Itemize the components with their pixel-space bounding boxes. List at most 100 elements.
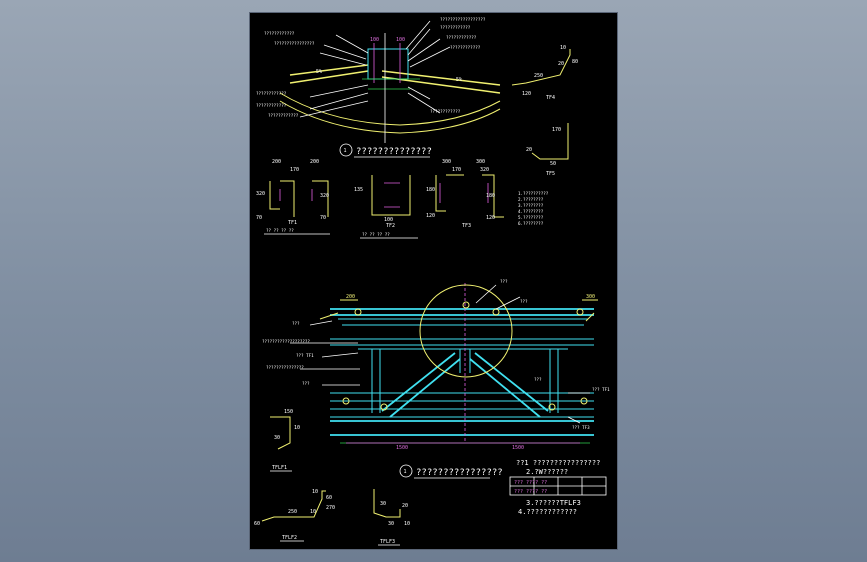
svg-text:???: ???: [292, 321, 300, 326]
svg-text:170: 170: [452, 167, 461, 173]
svg-text:3.????????: 3.????????: [518, 203, 544, 208]
svg-text:320: 320: [256, 191, 265, 197]
callout-4: ????????????: [450, 45, 481, 50]
svg-text:???????????????????: ???????????????????: [262, 339, 310, 344]
section1-notes: 1.?????????? 2.???????? 3.???????? 4.???…: [518, 191, 549, 226]
callout-9: ????????????: [268, 113, 299, 118]
section1-title-text: ??????????????: [356, 147, 432, 157]
profile-tf1: 200 170 200 320 320 70 70 TF1 ?? ?? ?? ?…: [256, 159, 330, 235]
svg-text:300: 300: [586, 294, 595, 300]
callout-5: ????????????: [264, 31, 295, 36]
svg-text:5.????????: 5.????????: [518, 215, 544, 220]
svg-text:320: 320: [480, 167, 489, 173]
profile-tf4: 10 80 20 250 120 TF4: [511, 45, 578, 101]
tf2-name: TF2: [386, 223, 395, 229]
svg-text:30: 30: [274, 435, 280, 441]
tflf2-name: TFLF2: [282, 535, 297, 541]
svg-text:100: 100: [384, 217, 393, 223]
svg-text:270: 270: [326, 505, 335, 511]
svg-text:20: 20: [402, 503, 408, 509]
section1-title: 1 ??????????????: [339, 143, 432, 158]
profile-tflf3: 30 20 30 10 TFLF3: [373, 489, 410, 546]
svg-text:2.?W??????: 2.?W??????: [526, 468, 568, 476]
svg-text:??? ???? ??: ??? ???? ??: [514, 480, 547, 486]
profile-tflf2: 10 60 270 250 60 10 TFLF2: [254, 489, 335, 542]
svg-text:180: 180: [486, 193, 495, 199]
svg-text:4.????????????: 4.????????????: [518, 508, 577, 516]
ridge-marker: [373, 43, 401, 83]
svg-text:200: 200: [346, 294, 355, 300]
callout-8: ????????????: [256, 103, 287, 108]
section2-notes: ??1 ???????????????? 2.?W?????? ??? ????…: [509, 459, 607, 516]
tf4-name: TF4: [546, 95, 555, 101]
svg-text:???: ???: [302, 381, 310, 386]
ridge-detail: ?????????????????? ???????????? ????????…: [256, 17, 501, 143]
tf1-name: TF1: [288, 220, 297, 226]
roof-panel-lines: [289, 64, 501, 94]
svg-text:??? TF1: ??? TF1: [592, 387, 610, 392]
tflf3-name: TFLF3: [380, 539, 395, 545]
svg-text:20: 20: [526, 147, 532, 153]
svg-text:120: 120: [522, 91, 531, 97]
section2-title: 1 ????????????????: [399, 464, 503, 479]
svg-text:10: 10: [310, 509, 316, 515]
profile-tflf1: 150 10 30 TFLF1: [270, 409, 300, 472]
cad-drawing: ?????????????????? ???????????? ????????…: [254, 17, 610, 546]
svg-text:1500: 1500: [512, 445, 524, 451]
profile-tf2: 135 100 TF2 ?? ?? ?? ??: [354, 175, 418, 239]
svg-text:170: 170: [290, 167, 299, 173]
dim-top-left: 100: [370, 37, 379, 43]
detail-circle: [419, 284, 513, 378]
section1-title-num: 1: [344, 148, 347, 154]
svg-text:1.??????????: 1.??????????: [518, 191, 549, 196]
svg-text:180: 180: [426, 187, 435, 193]
svg-text:250: 250: [534, 73, 543, 79]
roof-curve: [279, 92, 501, 126]
svg-text:???: ???: [520, 299, 528, 304]
svg-text:1: 1: [404, 469, 407, 475]
ridge-plate: [362, 78, 420, 90]
svg-text:30: 30: [380, 501, 386, 507]
svg-text:70: 70: [256, 215, 262, 221]
svg-text:??? TF1: ??? TF1: [296, 353, 314, 358]
section1-title-circle: [339, 143, 353, 157]
tf1-note: ?? ?? ?? ??: [266, 228, 294, 233]
svg-text:135: 135: [354, 187, 363, 193]
svg-text:1500: 1500: [396, 445, 408, 451]
roof-curve-inner: [279, 100, 501, 134]
svg-text:120: 120: [426, 213, 435, 219]
tf5-name: TF5: [546, 171, 555, 177]
svg-text:150: 150: [284, 409, 293, 415]
svg-text:10: 10: [312, 489, 318, 495]
svg-text:60: 60: [326, 495, 332, 501]
svg-text:3.??????TFLF3: 3.??????TFLF3: [526, 499, 581, 507]
svg-text:200: 200: [310, 159, 319, 165]
svg-text:50: 50: [550, 161, 556, 167]
svg-text:??1 ????????????????: ??1 ????????????????: [516, 459, 600, 467]
svg-text:120: 120: [486, 215, 495, 221]
callout-10: ????????????: [430, 109, 461, 114]
svg-text:??? TF3: ??? TF3: [572, 425, 590, 430]
callout-1: ??????????????????: [440, 17, 486, 22]
svg-text:10: 10: [294, 425, 300, 431]
svg-text:80: 80: [572, 59, 578, 65]
profile-tf3: 300 300 170 320 180 180 120 120 TF3: [426, 159, 504, 229]
frame-detail: 200 300 1500 1500 ??? ??????????????????…: [262, 279, 610, 451]
profile-tf5: 170 20 50 TF5: [526, 123, 569, 177]
svg-text:4.????????: 4.????????: [518, 209, 544, 214]
svg-text:20: 20: [558, 61, 564, 67]
section2-title-text: ????????????????: [416, 468, 503, 478]
callout-leaders: [299, 20, 451, 118]
svg-text:170: 170: [552, 127, 561, 133]
svg-text:70: 70: [320, 215, 326, 221]
svg-text:6.????????: 6.????????: [518, 221, 544, 226]
callout-3: ????????????: [446, 35, 477, 40]
slope-label-right: 5%: [456, 77, 462, 83]
svg-text:10: 10: [404, 521, 410, 527]
callout-7: ????????????: [256, 91, 287, 96]
svg-text:250: 250: [288, 509, 297, 515]
svg-text:300: 300: [476, 159, 485, 165]
drawing-sheet: ?????????????????? ???????????? ????????…: [250, 13, 617, 549]
svg-text:300: 300: [442, 159, 451, 165]
tf2-note: ?? ?? ?? ??: [362, 232, 390, 237]
